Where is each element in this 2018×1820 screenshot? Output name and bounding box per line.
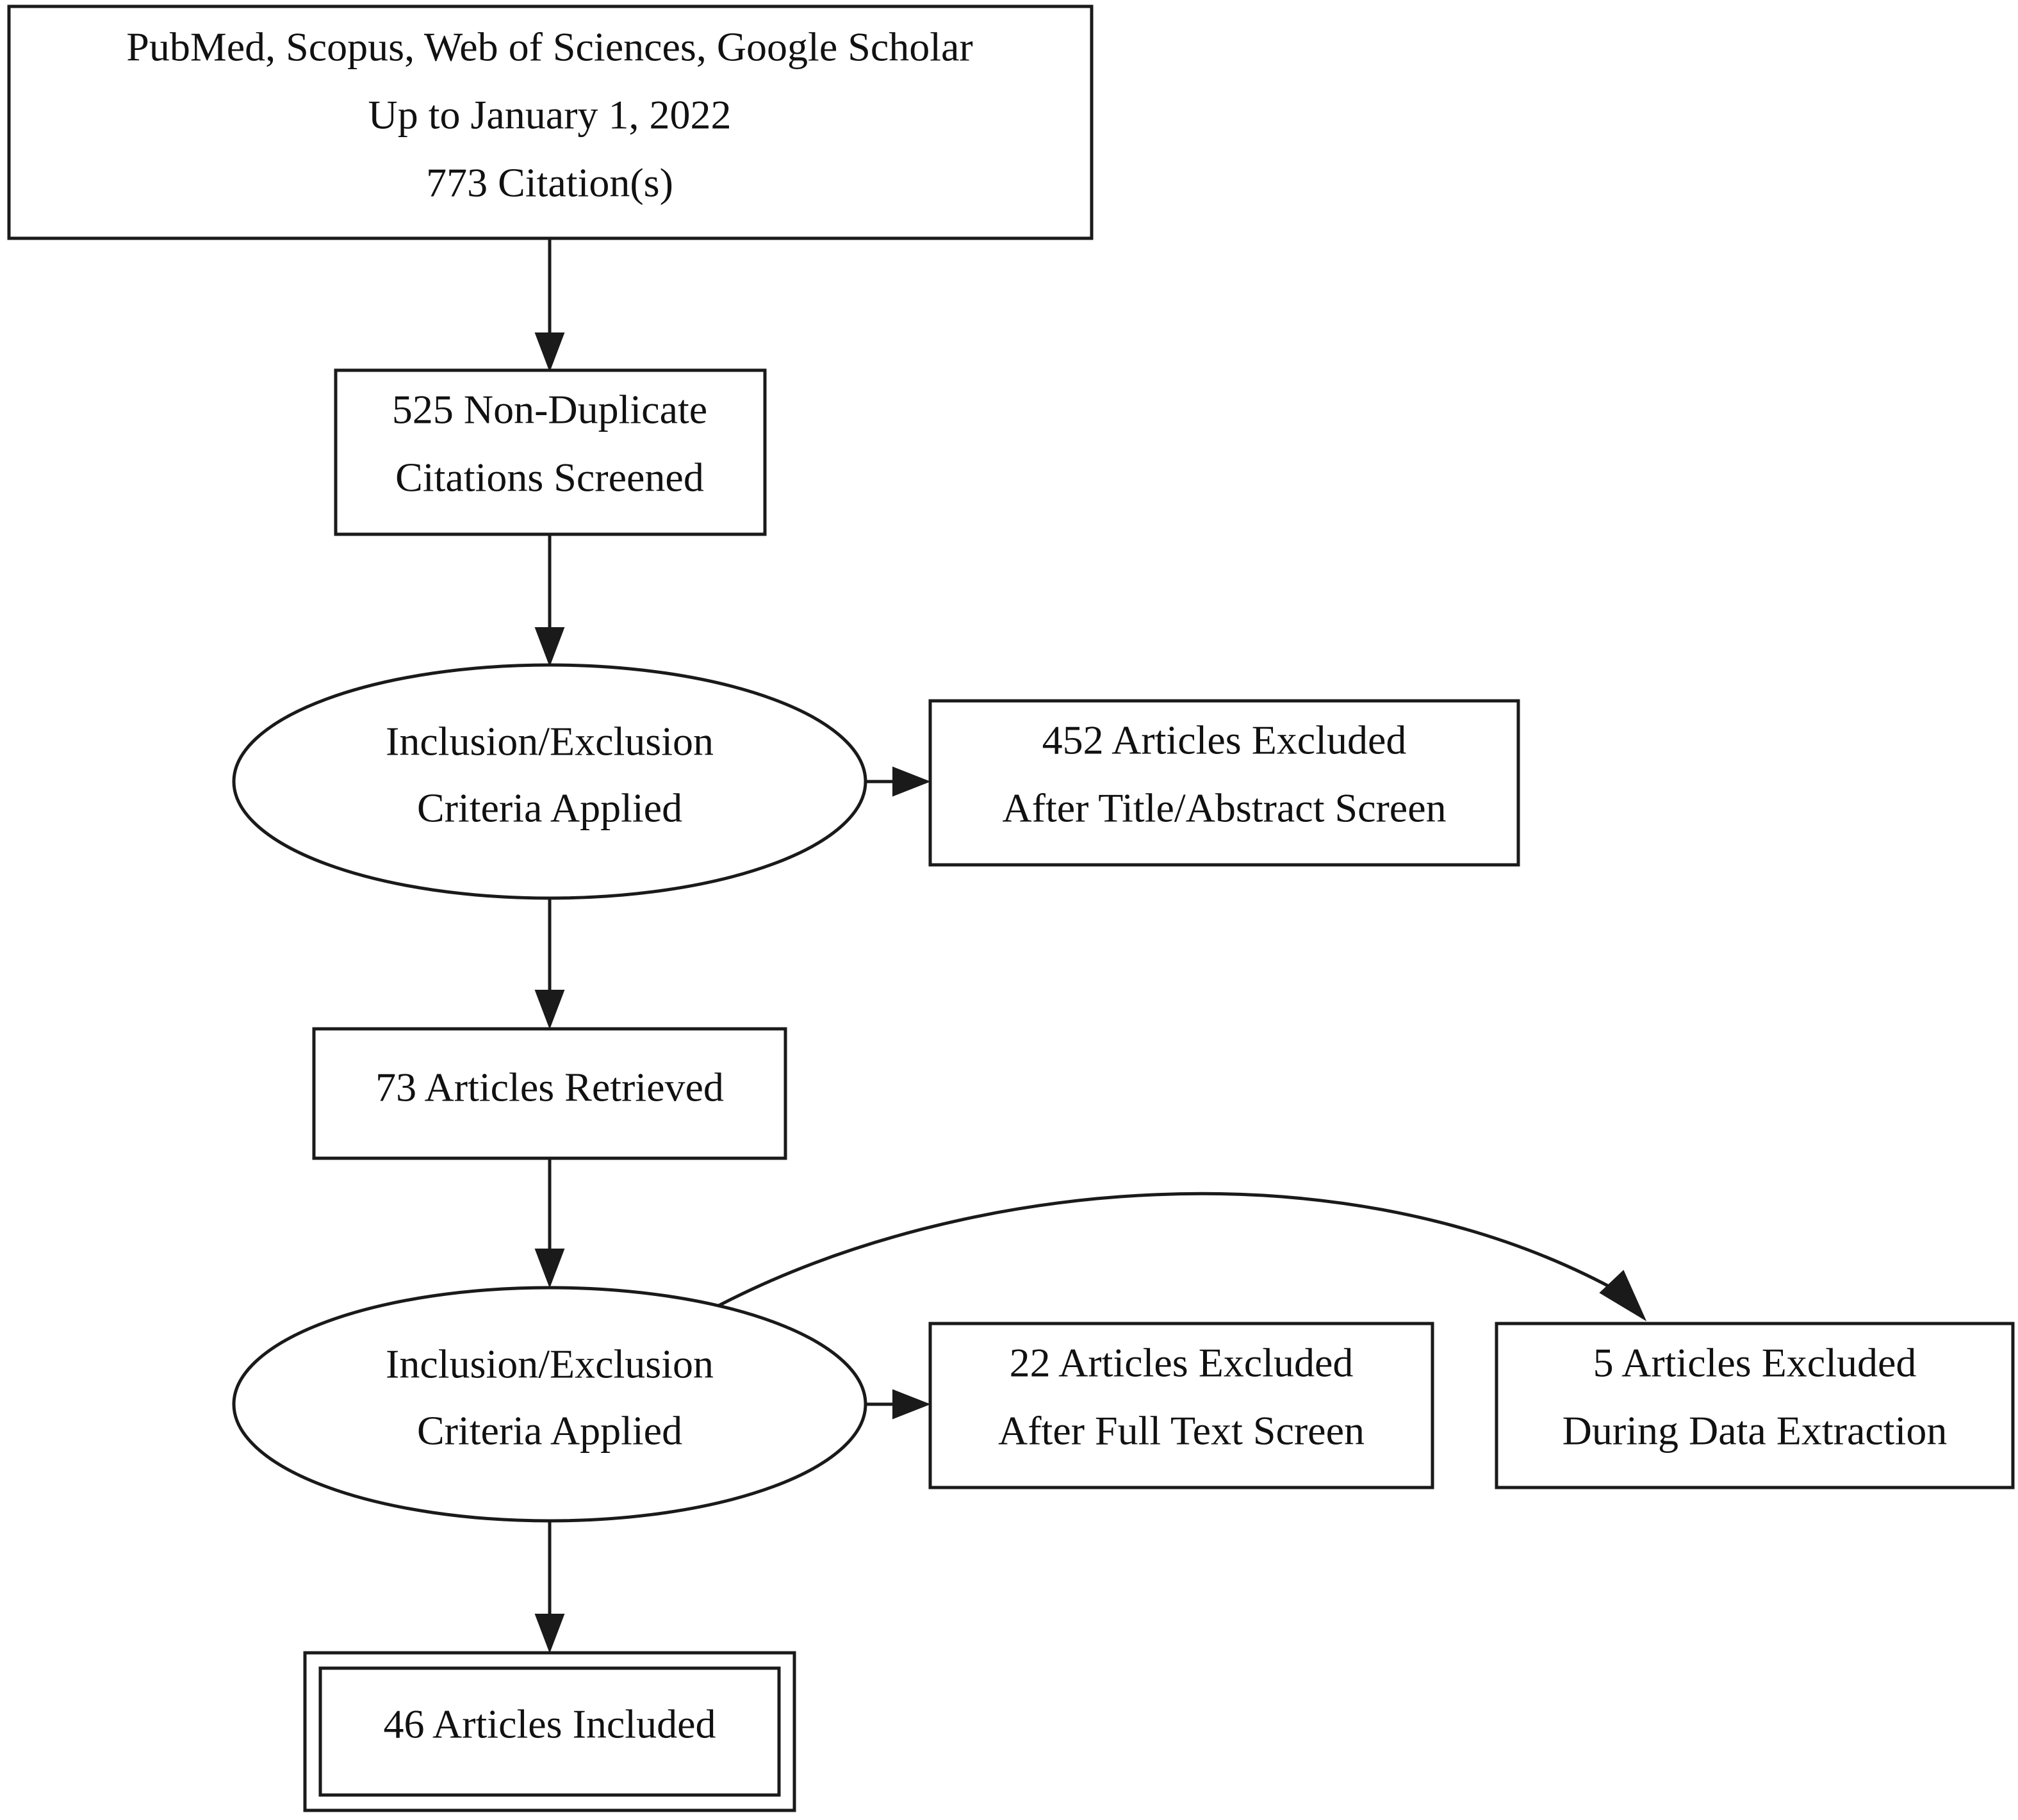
node-retrieved-line-1: 73 Articles Retrieved (375, 1065, 724, 1110)
node-excluded-fulltext-line-1: 22 Articles Excluded (1010, 1340, 1354, 1386)
node-screened-line-1: 525 Non-Duplicate (392, 387, 707, 432)
node-criteria-1: Inclusion/Exclusion Criteria Applied (232, 663, 867, 900)
node-included: 46 Articles Included (303, 1651, 796, 1812)
edge-retrieved-to-criteria-2 (534, 1158, 565, 1288)
node-search-line-1: PubMed, Scopus, Web of Sciences, Google … (126, 24, 972, 70)
node-excluded-fulltext: 22 Articles Excluded After Full Text Scr… (928, 1322, 1434, 1489)
edge-screened-to-criteria-1 (534, 534, 565, 667)
node-included-line-1: 46 Articles Included (384, 1701, 716, 1747)
node-search: PubMed, Scopus, Web of Sciences, Google … (7, 4, 1094, 240)
node-excluded-title-line-2: After Title/Abstract Screen (1002, 785, 1446, 831)
node-excluded-extraction-line-1: 5 Articles Excluded (1593, 1340, 1917, 1386)
edge-search-to-screened (534, 238, 565, 372)
node-excluded-fulltext-line-2: After Full Text Screen (998, 1408, 1365, 1454)
node-criteria-1-line-2: Criteria Applied (417, 785, 682, 831)
node-retrieved: 73 Articles Retrieved (312, 1027, 787, 1160)
edge-criteria-1-to-excluded-title (865, 766, 931, 797)
node-excluded-title: 452 Articles Excluded After Title/Abstra… (928, 699, 1520, 867)
node-screened-line-2: Citations Screened (395, 455, 704, 500)
node-excluded-title-line-1: 452 Articles Excluded (1042, 717, 1407, 763)
node-excluded-extraction: 5 Articles Excluded During Data Extracti… (1495, 1322, 2015, 1489)
node-criteria-2: Inclusion/Exclusion Criteria Applied (232, 1286, 867, 1523)
node-search-line-3: 773 Citation(s) (426, 160, 673, 206)
node-search-line-2: Up to January 1, 2022 (368, 92, 731, 138)
edges (534, 238, 1647, 1653)
node-criteria-2-line-2: Criteria Applied (417, 1408, 682, 1454)
edge-criteria-2-to-excluded-fulltext (865, 1389, 931, 1420)
edge-criteria-2-to-included (534, 1521, 565, 1653)
node-screened: 525 Non-Duplicate Citations Screened (334, 368, 767, 536)
edge-criteria-1-to-retrieved (534, 898, 565, 1029)
node-excluded-extraction-line-2: During Data Extraction (1563, 1408, 1948, 1454)
edge-criteria-2-to-excluded-extraction (715, 1192, 1647, 1322)
node-criteria-2-line-1: Inclusion/Exclusion (386, 1341, 714, 1387)
node-criteria-1-line-1: Inclusion/Exclusion (386, 719, 714, 764)
